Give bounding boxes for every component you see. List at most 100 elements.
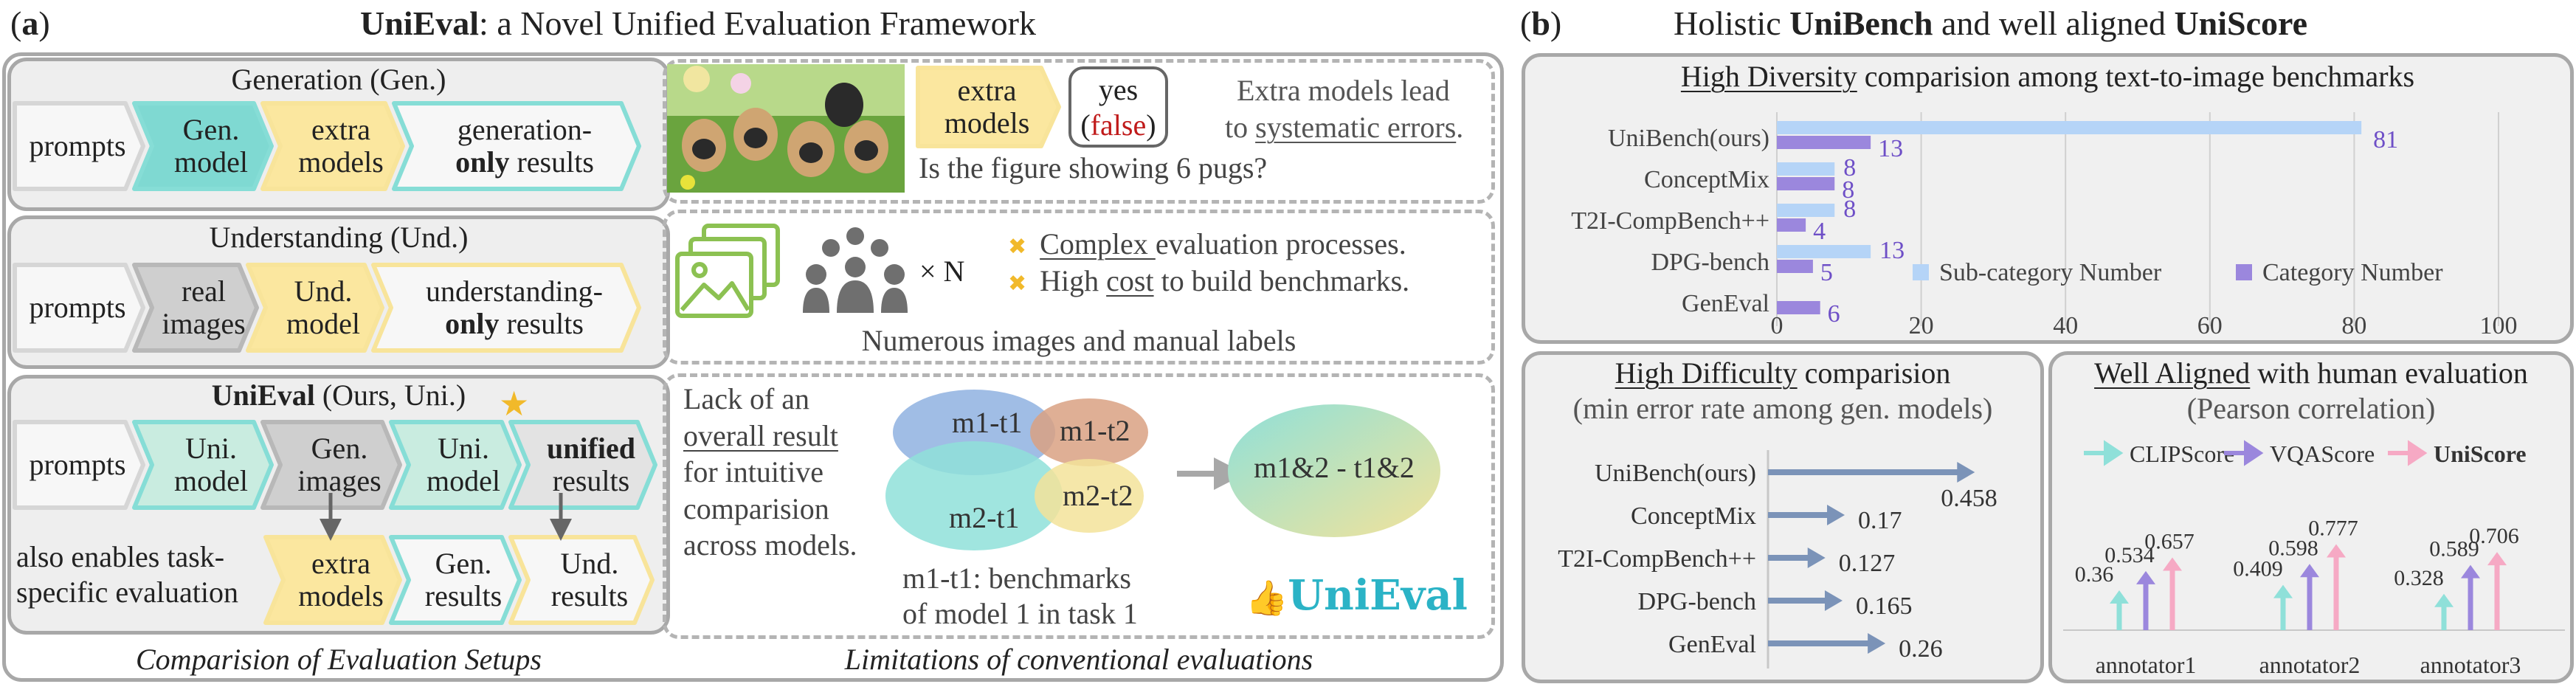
diversity-title: High Diversity comparision among text-to… (1680, 60, 2415, 93)
data-label-subcategory: 8 (1843, 154, 1856, 182)
bar-category (1777, 218, 1806, 232)
correlation-arrow-head (2487, 552, 2507, 566)
correlation-arrow-head (2273, 584, 2293, 598)
bar-subcategory (1777, 204, 1835, 217)
generation-header: Generation (Gen.) (231, 63, 446, 96)
star-icon: ★ (499, 385, 530, 423)
legend-arrow-icon (2224, 440, 2264, 466)
correlation-arrow-head (2163, 557, 2182, 571)
difficulty-arrow-head (1868, 633, 1886, 654)
people-icon (803, 227, 908, 313)
chevron-prompts-uni: prompts (13, 420, 145, 510)
diversity-panel (1522, 53, 2574, 344)
bar-category (1777, 301, 1820, 314)
category-label: GenEval (1668, 631, 1756, 658)
category-label: annotator3 (2420, 652, 2521, 678)
chevron-uni-model-1: Uni. model (132, 420, 274, 510)
correlation-arrow-head (2136, 570, 2155, 584)
panel-a-tag: (a) (10, 4, 50, 42)
times-n: × N (919, 255, 965, 288)
category-label: ConceptMix (1631, 502, 1756, 530)
chevron-gen-results: Gen. results (389, 535, 522, 625)
data-label-category: 8 (1842, 176, 1854, 204)
bar-subcategory (1777, 162, 1835, 176)
bar-subcategory (1777, 245, 1871, 258)
legend-label: Sub-category Number (1939, 259, 2162, 286)
difficulty-arrow-head (1824, 590, 1843, 611)
data-label-category: 5 (1820, 259, 1833, 286)
category-label: DPG-bench (1651, 249, 1769, 276)
data-label: 0.36 (2075, 562, 2114, 587)
x-tick-label: 80 (2341, 312, 2366, 339)
venn-m2-t1: m2-t1 (949, 501, 1020, 534)
category-label: GenEval (1682, 290, 1769, 317)
venn-merged: m1&2 - t1&2 (1254, 451, 1415, 484)
legend-label: UniScore (2434, 441, 2527, 467)
data-label: 0.534 (2104, 543, 2155, 567)
category-label: UniBench(ours) (1595, 460, 1756, 487)
chevron-gen-model: Gen. model (132, 101, 274, 191)
x-tick-label: 40 (2053, 312, 2078, 339)
bar-category (1777, 260, 1813, 273)
data-label: 0.26 (1899, 635, 1943, 663)
difficulty-arrow-head (1807, 547, 1826, 568)
chevron-understanding-only: understanding-only results (371, 263, 641, 353)
panel-b-title: Holistic UniBench and well aligned UniSc… (1674, 4, 2308, 42)
limitation-cost (663, 210, 1495, 365)
chevron-extra-models-uni: extra models (263, 535, 402, 625)
unieval-down-arrows (320, 493, 572, 541)
data-label-subcategory: 8 (1843, 196, 1856, 223)
cost-bullets: ✖Complex evaluation processes. ✖High cos… (1008, 227, 1410, 297)
limitation-extra-models (663, 59, 1495, 204)
legend-arrow-icon (2084, 440, 2124, 466)
x-tick-label: 20 (1909, 312, 1934, 339)
data-label: 0.657 (2144, 529, 2195, 553)
unieval-brand: 👍UniEval (1246, 571, 1468, 620)
images-icon (675, 224, 780, 318)
difficulty-arrow-head (1957, 462, 1975, 483)
correlation-arrow-head (2434, 593, 2454, 607)
caption-setups: Comparision of Evaluation Setups (136, 643, 542, 676)
data-label-category: 4 (1813, 218, 1826, 245)
unieval-note: also enables task- specific evaluation (16, 540, 238, 609)
category-label: annotator1 (2096, 652, 2197, 678)
legend-label: Category Number (2262, 259, 2443, 286)
data-label-category: 13 (1878, 135, 1903, 162)
chevron-und-results: Und. results (508, 535, 655, 625)
data-label: 0.458 (1941, 485, 1997, 512)
limitation-overall (663, 373, 1495, 639)
bar-category (1777, 136, 1871, 149)
thumbs-up-icon: 👍 (1246, 578, 1288, 618)
data-label: 0.328 (2394, 566, 2444, 590)
data-label-category: 6 (1828, 300, 1840, 328)
chevron-generation-only: generation-only results (392, 101, 641, 191)
data-label: 0.777 (2308, 516, 2358, 540)
data-label: 0.409 (2233, 557, 2283, 581)
x-tick-label: 100 (2480, 312, 2518, 339)
panel-a-frame (2, 52, 1504, 682)
x-tick-label: 60 (2197, 312, 2223, 339)
bar-subcategory (1777, 121, 2362, 134)
data-label: 0.598 (2268, 536, 2318, 560)
category-label: T2I-CompBench++ (1571, 207, 1769, 235)
category-label: DPG-bench (1637, 588, 1756, 615)
chevron-prompts-gen: prompts (13, 101, 145, 191)
difficulty-arrow-head (1827, 505, 1845, 525)
answer-box (1068, 66, 1168, 148)
bar-category (1777, 177, 1835, 190)
correlation-arrow-head (2327, 544, 2346, 558)
understanding-header: Understanding (Und.) (209, 221, 469, 254)
correlation-arrow-head (2300, 564, 2319, 578)
venn-diagram (885, 390, 1440, 550)
legend-swatch (1913, 264, 1929, 280)
category-label: ConceptMix (1644, 166, 1769, 193)
extra-models-chip-2: extra models (916, 66, 1061, 148)
correlation-arrow-head (2110, 590, 2129, 604)
chevron-uni-model-2: Uni. model (389, 420, 522, 510)
data-label: 0.127 (1839, 550, 1896, 577)
lack-overall-text: Lack of an overall result for intuitive … (683, 382, 857, 562)
